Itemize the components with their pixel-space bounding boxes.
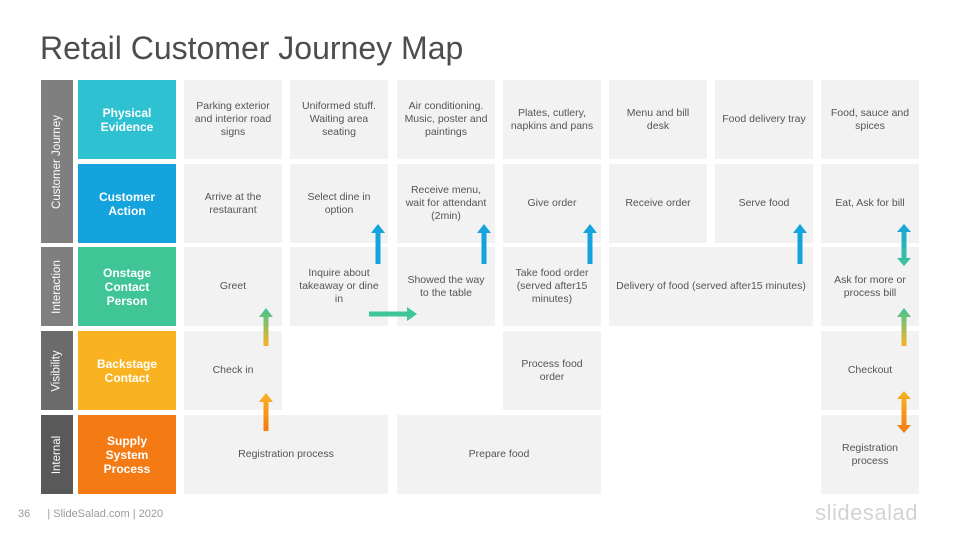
onstage-cell: Take food order (served after15 minutes) xyxy=(503,247,601,326)
onstage-cell: Inquire about takeaway or dine in xyxy=(290,247,388,326)
footer: 36 | SlideSalad.com | 2020 xyxy=(18,508,163,520)
row-header-onstage: Onstage Contact Person xyxy=(78,247,176,326)
page-title: Retail Customer Journey Map xyxy=(40,30,464,66)
customer-action-cell: Select dine in option xyxy=(290,164,388,243)
band-label: Interaction xyxy=(51,259,64,314)
physical-evidence-cell: Parking exterior and interior road signs xyxy=(184,80,282,159)
arrow-up-blue-icon xyxy=(583,224,597,264)
row-header-customer-action: Customer Action xyxy=(78,164,176,243)
arrow-double-blue-green-icon xyxy=(897,224,911,266)
arrow-right-green-icon xyxy=(369,307,417,321)
arrow-up-orange-icon xyxy=(259,393,273,431)
customer-action-cell: Receive menu, wait for attendant (2min) xyxy=(397,164,495,243)
onstage-cell: Showed the way to the table xyxy=(397,247,495,326)
arrow-up-green-yellow-icon xyxy=(897,308,911,346)
customer-action-cell: Give order xyxy=(503,164,601,243)
onstage-cell-wide: Delivery of food (served after15 minutes… xyxy=(609,247,813,326)
physical-evidence-cell: Food delivery tray xyxy=(715,80,813,159)
arrow-up-blue-icon xyxy=(793,224,807,264)
physical-evidence-cell: Air conditioning. Music, poster and pain… xyxy=(397,80,495,159)
band-label: Customer Journey xyxy=(51,114,63,209)
band-label: Visibility xyxy=(51,349,64,392)
row-header-physical-evidence: Physical Evidence xyxy=(78,80,176,159)
band-visibility: Visibility xyxy=(41,331,73,410)
brand-logo: slidesalad xyxy=(815,500,918,525)
customer-action-cell: Receive order xyxy=(609,164,707,243)
page-number: 36 xyxy=(18,508,31,520)
row-header-supply: Supply System Process xyxy=(78,415,176,494)
band-internal: Internal xyxy=(41,415,73,494)
physical-evidence-cell: Menu and bill desk xyxy=(609,80,707,159)
supply-cell-wide: Registration process xyxy=(184,415,388,494)
backstage-cell: Process food order xyxy=(503,331,601,410)
customer-action-cell: Arrive at the restaurant xyxy=(184,164,282,243)
physical-evidence-cell: Uniformed stuff. Waiting area seating xyxy=(290,80,388,159)
physical-evidence-cell: Plates, cutlery, napkins and pans xyxy=(503,80,601,159)
arrow-up-blue-icon xyxy=(477,224,491,264)
arrow-up-blue-icon xyxy=(371,224,385,264)
band-label: Internal xyxy=(51,435,64,474)
footer-text: | SlideSalad.com | 2020 xyxy=(47,508,164,520)
physical-evidence-cell: Food, sauce and spices xyxy=(821,80,919,159)
arrow-double-orange-icon xyxy=(897,391,911,433)
band-interaction: Interaction xyxy=(41,247,73,326)
arrow-up-green-icon xyxy=(259,308,273,346)
row-header-backstage: Backstage Contact xyxy=(78,331,176,410)
band-customer-journey: Customer Journey xyxy=(41,80,73,243)
supply-cell-wide: Prepare food xyxy=(397,415,601,494)
